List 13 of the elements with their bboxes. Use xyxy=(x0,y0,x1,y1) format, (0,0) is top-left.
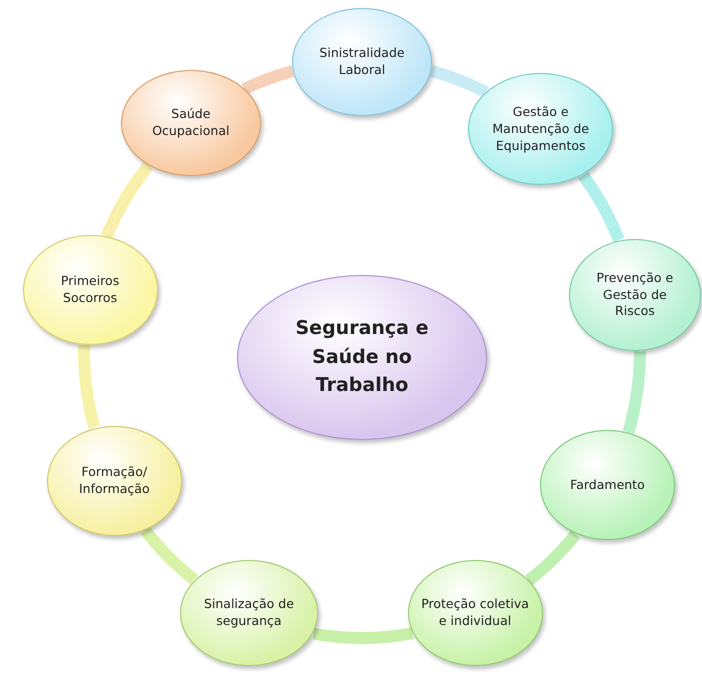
ring-connector xyxy=(524,529,581,586)
diagram-title-text: Segurança e Saúde no Trabalho xyxy=(294,316,430,398)
topic-label: Proteção coletiva e individual xyxy=(420,596,530,630)
ring-connector xyxy=(140,524,200,586)
topic-label: Saúde Ocupacional xyxy=(151,106,230,140)
ring-connector xyxy=(578,170,624,245)
topic-label: Primeiros Socorros xyxy=(60,273,120,307)
topic-label: Formação/ Informação xyxy=(78,464,151,498)
topic-label: Gestão e Manutenção de Equipamentos xyxy=(491,104,590,155)
topic-label: Prevenção e Gestão de Riscos xyxy=(596,270,674,320)
topic-label: Sinistralidade Laboral xyxy=(318,45,406,79)
topic-label: Sinalização de segurança xyxy=(202,596,295,630)
topic-label: Fardamento xyxy=(569,476,646,494)
